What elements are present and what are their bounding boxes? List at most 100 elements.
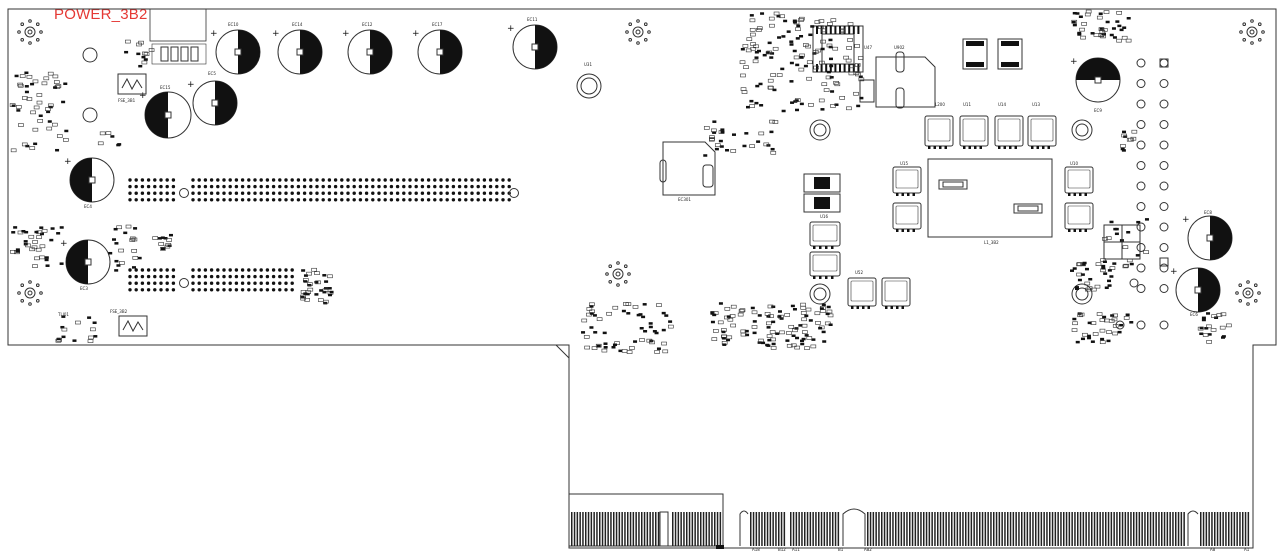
finger-row-e [867, 512, 1185, 546]
component-label: U52 [855, 270, 863, 275]
pin-grid-left-top [128, 178, 176, 202]
electrolytic-capacitor: + [1170, 267, 1221, 313]
alignment-hole [179, 278, 189, 288]
plain-hole [809, 119, 831, 141]
plain-hole [1071, 119, 1093, 141]
svg-text:+: + [1170, 267, 1178, 277]
svg-text:+: + [412, 29, 420, 39]
electrolytic-capacitor: + [507, 24, 558, 70]
capacitor-label: EC9 [1094, 108, 1102, 113]
inductor-pair [803, 173, 841, 213]
edge-pin-label: A18 [752, 547, 760, 551]
board-outline [7, 8, 1277, 549]
mosfet-package [959, 115, 989, 149]
alignment-hole [509, 188, 519, 198]
mosfet-package [892, 166, 922, 196]
component-label: U16 [820, 214, 828, 219]
resistor-pad [966, 62, 984, 67]
capacitor-label: EC12 [362, 22, 373, 27]
mounting-hole [1235, 280, 1261, 306]
header-connector [149, 8, 207, 65]
small-hole [82, 107, 98, 123]
electrolytic-capacitor: + [1182, 215, 1233, 261]
smd-cluster [739, 11, 865, 113]
capacitor-label: EC17 [432, 22, 443, 27]
inductor-label: L1_3B2 [984, 240, 999, 245]
qfn-package [1103, 224, 1141, 260]
pin-grid-left-bottom [128, 268, 176, 292]
electrolytic-capacitor: + [60, 239, 111, 285]
mosfet-package [847, 277, 877, 309]
mosfet-package [892, 202, 922, 232]
pin-grid-main-top [191, 178, 511, 202]
smd-cluster [9, 71, 69, 153]
smd-cluster [1070, 261, 1116, 292]
svg-text:+: + [1182, 215, 1190, 225]
capacitor-label: EC6 [1190, 312, 1198, 317]
edge-pin-label: B1 [838, 547, 844, 551]
small-relay [859, 79, 875, 103]
smd-cluster [124, 39, 155, 68]
oscillator-box [118, 315, 148, 337]
smd-cluster [1197, 312, 1232, 344]
svg-text:+: + [60, 239, 68, 249]
svg-text:+: + [210, 29, 218, 39]
plain-hole [576, 73, 602, 99]
component-label: TLI01 [57, 312, 69, 317]
smd-cluster [152, 233, 173, 251]
capacitors: ++++++++++++ [60, 24, 1233, 313]
svg-text:+: + [342, 29, 350, 39]
component-label: U15 [900, 161, 908, 166]
smd-cluster [1100, 218, 1149, 269]
oscillator-box [117, 73, 147, 95]
mounting-hole [17, 19, 43, 45]
smd-cluster [97, 131, 122, 147]
edge-connector [568, 493, 1250, 549]
key-notch [659, 511, 669, 546]
smd-cluster [1120, 129, 1138, 152]
resistor [962, 38, 988, 70]
smd-cluster [10, 226, 64, 268]
smd-parts [9, 9, 1232, 354]
controller-ic [812, 25, 864, 73]
pin-arrays [128, 58, 1169, 330]
connector-key [739, 510, 749, 546]
mounting-hole [17, 280, 43, 306]
capacitor-label: EC4 [84, 204, 92, 209]
component-label: U10 [1070, 161, 1078, 166]
component-label: U13 [1032, 102, 1040, 107]
smd-cluster [108, 224, 142, 272]
alignment-hole [179, 188, 189, 198]
component-label: U902 [894, 45, 905, 50]
component-label: L200 [935, 102, 945, 107]
svg-text:+: + [507, 24, 515, 34]
capacitor-label: EC8 [1204, 210, 1212, 215]
mounting-hole [625, 19, 651, 45]
inductor-block [927, 158, 1053, 238]
smd-cluster [1071, 9, 1132, 43]
capacitor-label: EC3 [80, 286, 88, 291]
smd-cluster [581, 302, 674, 354]
mounting-holes [17, 19, 1265, 306]
edge-pin-label: B12 [778, 547, 786, 551]
mounting-hole [1239, 19, 1265, 45]
svg-text:+: + [187, 80, 195, 90]
mosfet-package [924, 115, 954, 149]
board-title: POWER_3B2 [54, 6, 148, 23]
mosfet-package [994, 115, 1024, 149]
component-label: U11 [963, 102, 971, 107]
electrolytic-capacitor: + [342, 29, 393, 75]
inductor-label: FSE_3B1 [118, 98, 136, 103]
electrolytic-capacitor: + [187, 80, 238, 126]
component-label: U47 [864, 45, 872, 50]
ic-packages [117, 25, 1094, 337]
mounting-hole [605, 261, 631, 287]
pin-column-right [1115, 58, 1169, 330]
electrolytic-capacitor: + [210, 29, 261, 75]
edge-pin-label: A8 [1210, 547, 1216, 551]
finger-row-c [750, 512, 786, 546]
connector-key [1187, 510, 1199, 546]
mosfet-package [809, 251, 841, 279]
capacitor-label: EC5 [208, 71, 216, 76]
electrolytic-capacitor: + [64, 157, 115, 203]
